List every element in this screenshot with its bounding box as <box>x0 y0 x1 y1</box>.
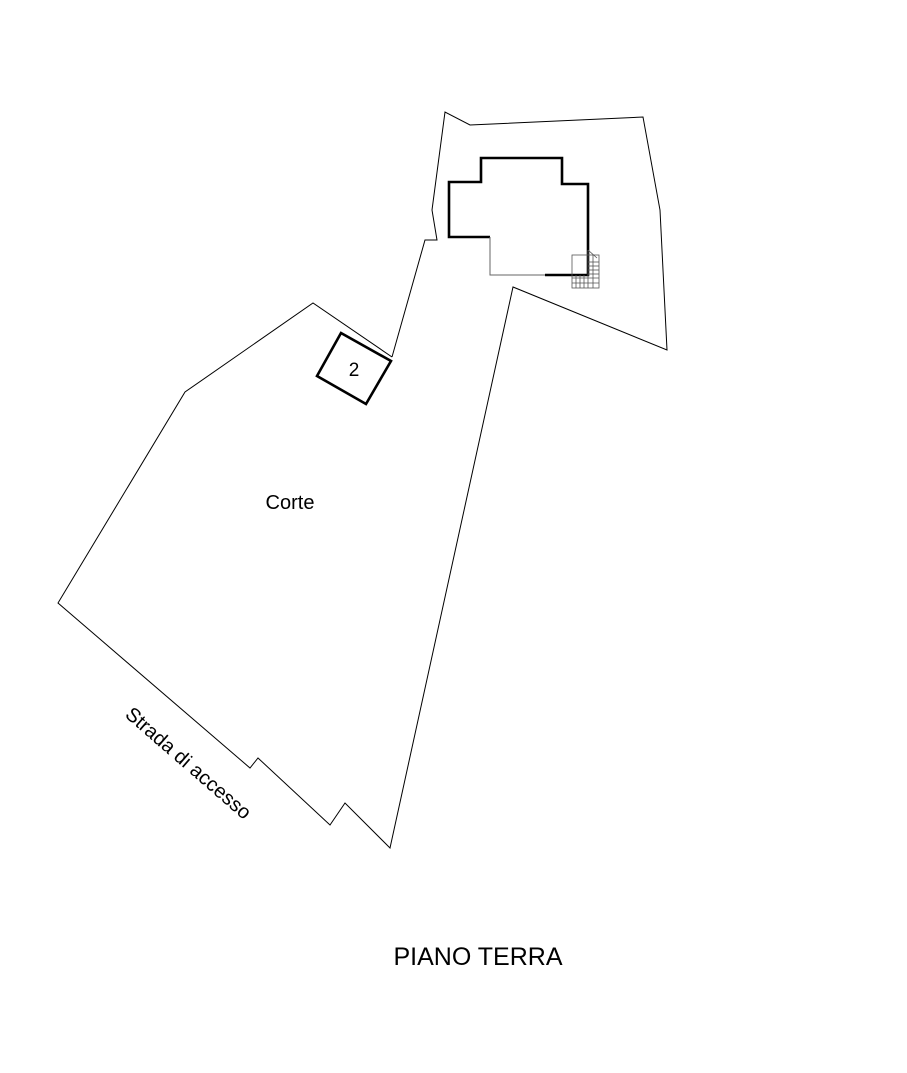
unit-2-box <box>315 331 393 406</box>
staircase-icon <box>571 249 600 289</box>
access-road-label: Strada di accesso <box>121 703 255 824</box>
drawing-title: PIANO TERRA <box>393 943 562 971</box>
unit-number-label: 2 <box>349 360 360 381</box>
courtyard-label: Corte <box>266 492 315 514</box>
building-lower-edge <box>489 237 545 276</box>
courtyard-boundary <box>57 111 668 849</box>
building-outline <box>447 156 590 277</box>
